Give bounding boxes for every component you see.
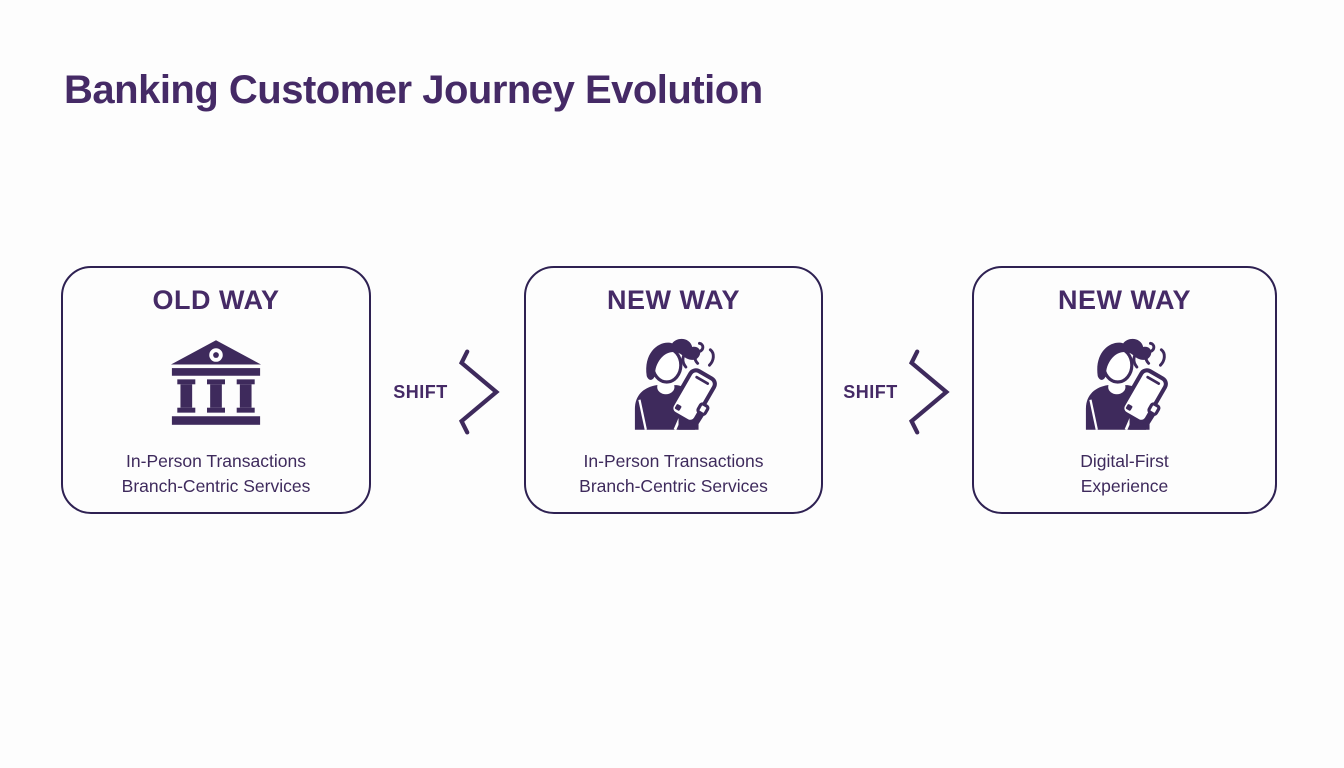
stage-card-new-way-2: NEW WAY Digit (972, 266, 1277, 514)
stage-description: Digital-First Experience (1080, 449, 1168, 499)
stage-description-line: Branch-Centric Services (121, 476, 311, 496)
shift-connector: SHIFT (823, 346, 972, 438)
bank-icon (171, 340, 261, 425)
stage-label: OLD WAY (152, 285, 280, 315)
stage-description: In-Person Transactions Branch-Centric Se… (122, 449, 311, 499)
stage-description-line: In-Person Transactions (583, 451, 764, 471)
stage-card-old-way: OLD WAY In-Person Transactions Br (61, 266, 371, 514)
chevron-right-icon (908, 349, 950, 435)
stage-description: In-Person Transactions Branch-Centric Se… (579, 449, 768, 499)
person-phone-icon (1075, 334, 1175, 430)
chevron-right-icon (458, 349, 500, 435)
stage-card-new-way-1: NEW WAY (524, 266, 823, 514)
stage-description-line: Digital-First (1080, 451, 1169, 471)
stage-label: NEW WAY (606, 285, 740, 315)
stage-label: NEW WAY (1057, 285, 1191, 315)
shift-label: SHIFT (393, 381, 448, 402)
person-phone-icon (624, 334, 724, 430)
shift-connector: SHIFT (371, 346, 524, 438)
shift-label: SHIFT (843, 381, 898, 402)
page-title: Banking Customer Journey Evolution (64, 68, 763, 112)
stage-description-line: Experience (1080, 476, 1169, 496)
stage-description-line: Branch-Centric Services (579, 476, 768, 496)
stage-description-line: In-Person Transactions (126, 451, 306, 471)
